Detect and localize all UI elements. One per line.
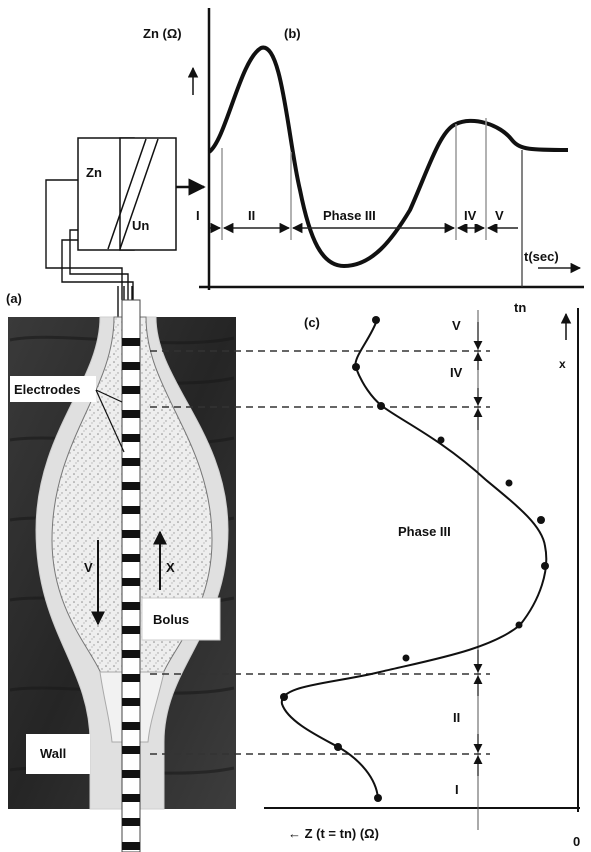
impedance-curve <box>207 45 569 269</box>
wall-label: Wall <box>40 746 66 761</box>
panel-c-phase-ii: II <box>453 710 460 725</box>
impedance-device: Zn Un <box>45 137 206 340</box>
profile-data-points <box>280 316 549 802</box>
panel-b-phase-iii: Phase III <box>323 208 376 223</box>
phase-arrows <box>210 222 582 274</box>
device-un-label: Un <box>132 218 149 233</box>
device-wires <box>45 179 134 340</box>
device-zn-label: Zn <box>86 165 102 180</box>
panel-b-phase-ii: II <box>248 208 255 223</box>
bolus-velocity-label: V <box>84 560 93 575</box>
panel-b-phase-i: I <box>196 208 200 223</box>
panel-c-y-label: x <box>559 357 566 371</box>
wall-label-box <box>26 734 90 774</box>
panel-b-y-label: Zn (Ω) <box>143 26 182 41</box>
panel-b-tn-label: tn <box>514 300 526 315</box>
phase-dividers <box>221 118 487 240</box>
panel-c-phase-iv: IV <box>450 365 463 380</box>
electrodes-label-box <box>10 376 96 402</box>
electrodes-pointer <box>95 389 125 453</box>
axial-position-label: X <box>166 560 175 575</box>
measuring-catheter <box>121 299 141 852</box>
electrodes-label: Electrodes <box>14 382 80 397</box>
panel-c-label: (c) <box>304 315 320 330</box>
bolus-label-box <box>141 597 221 641</box>
panel-a-anatomy: (a) <box>6 291 236 852</box>
panel-c-zero-label: 0 <box>573 834 580 849</box>
panel-b-label: (b) <box>284 26 301 41</box>
panel-c-phase-iii: Phase III <box>398 524 451 539</box>
impedance-profile-curve <box>280 319 548 799</box>
panel-b-phase-v: V <box>495 208 504 223</box>
panel-c-phase-v: V <box>452 318 461 333</box>
panel-c-dashed-boundaries <box>150 350 490 755</box>
panel-b-x-label: t(sec) <box>524 249 559 264</box>
panel-c-chart: (c) V IV Phase III II I x ← Z (t = tn) (… <box>150 308 580 849</box>
panel-c-phase-i: I <box>455 782 459 797</box>
panel-b-phase-iv: IV <box>464 208 477 223</box>
panel-b-phase-labels: I II Phase III IV V <box>196 206 508 224</box>
panel-b-chart: Zn (Ω) (b) I II Phase III IV <box>143 8 584 315</box>
electrodes-pointer-2 <box>95 389 123 403</box>
panel-a-label: (a) <box>6 291 22 306</box>
panel-c-x-label: ← Z (t = tn) (Ω) <box>288 826 379 841</box>
bolus-label: Bolus <box>153 612 189 627</box>
